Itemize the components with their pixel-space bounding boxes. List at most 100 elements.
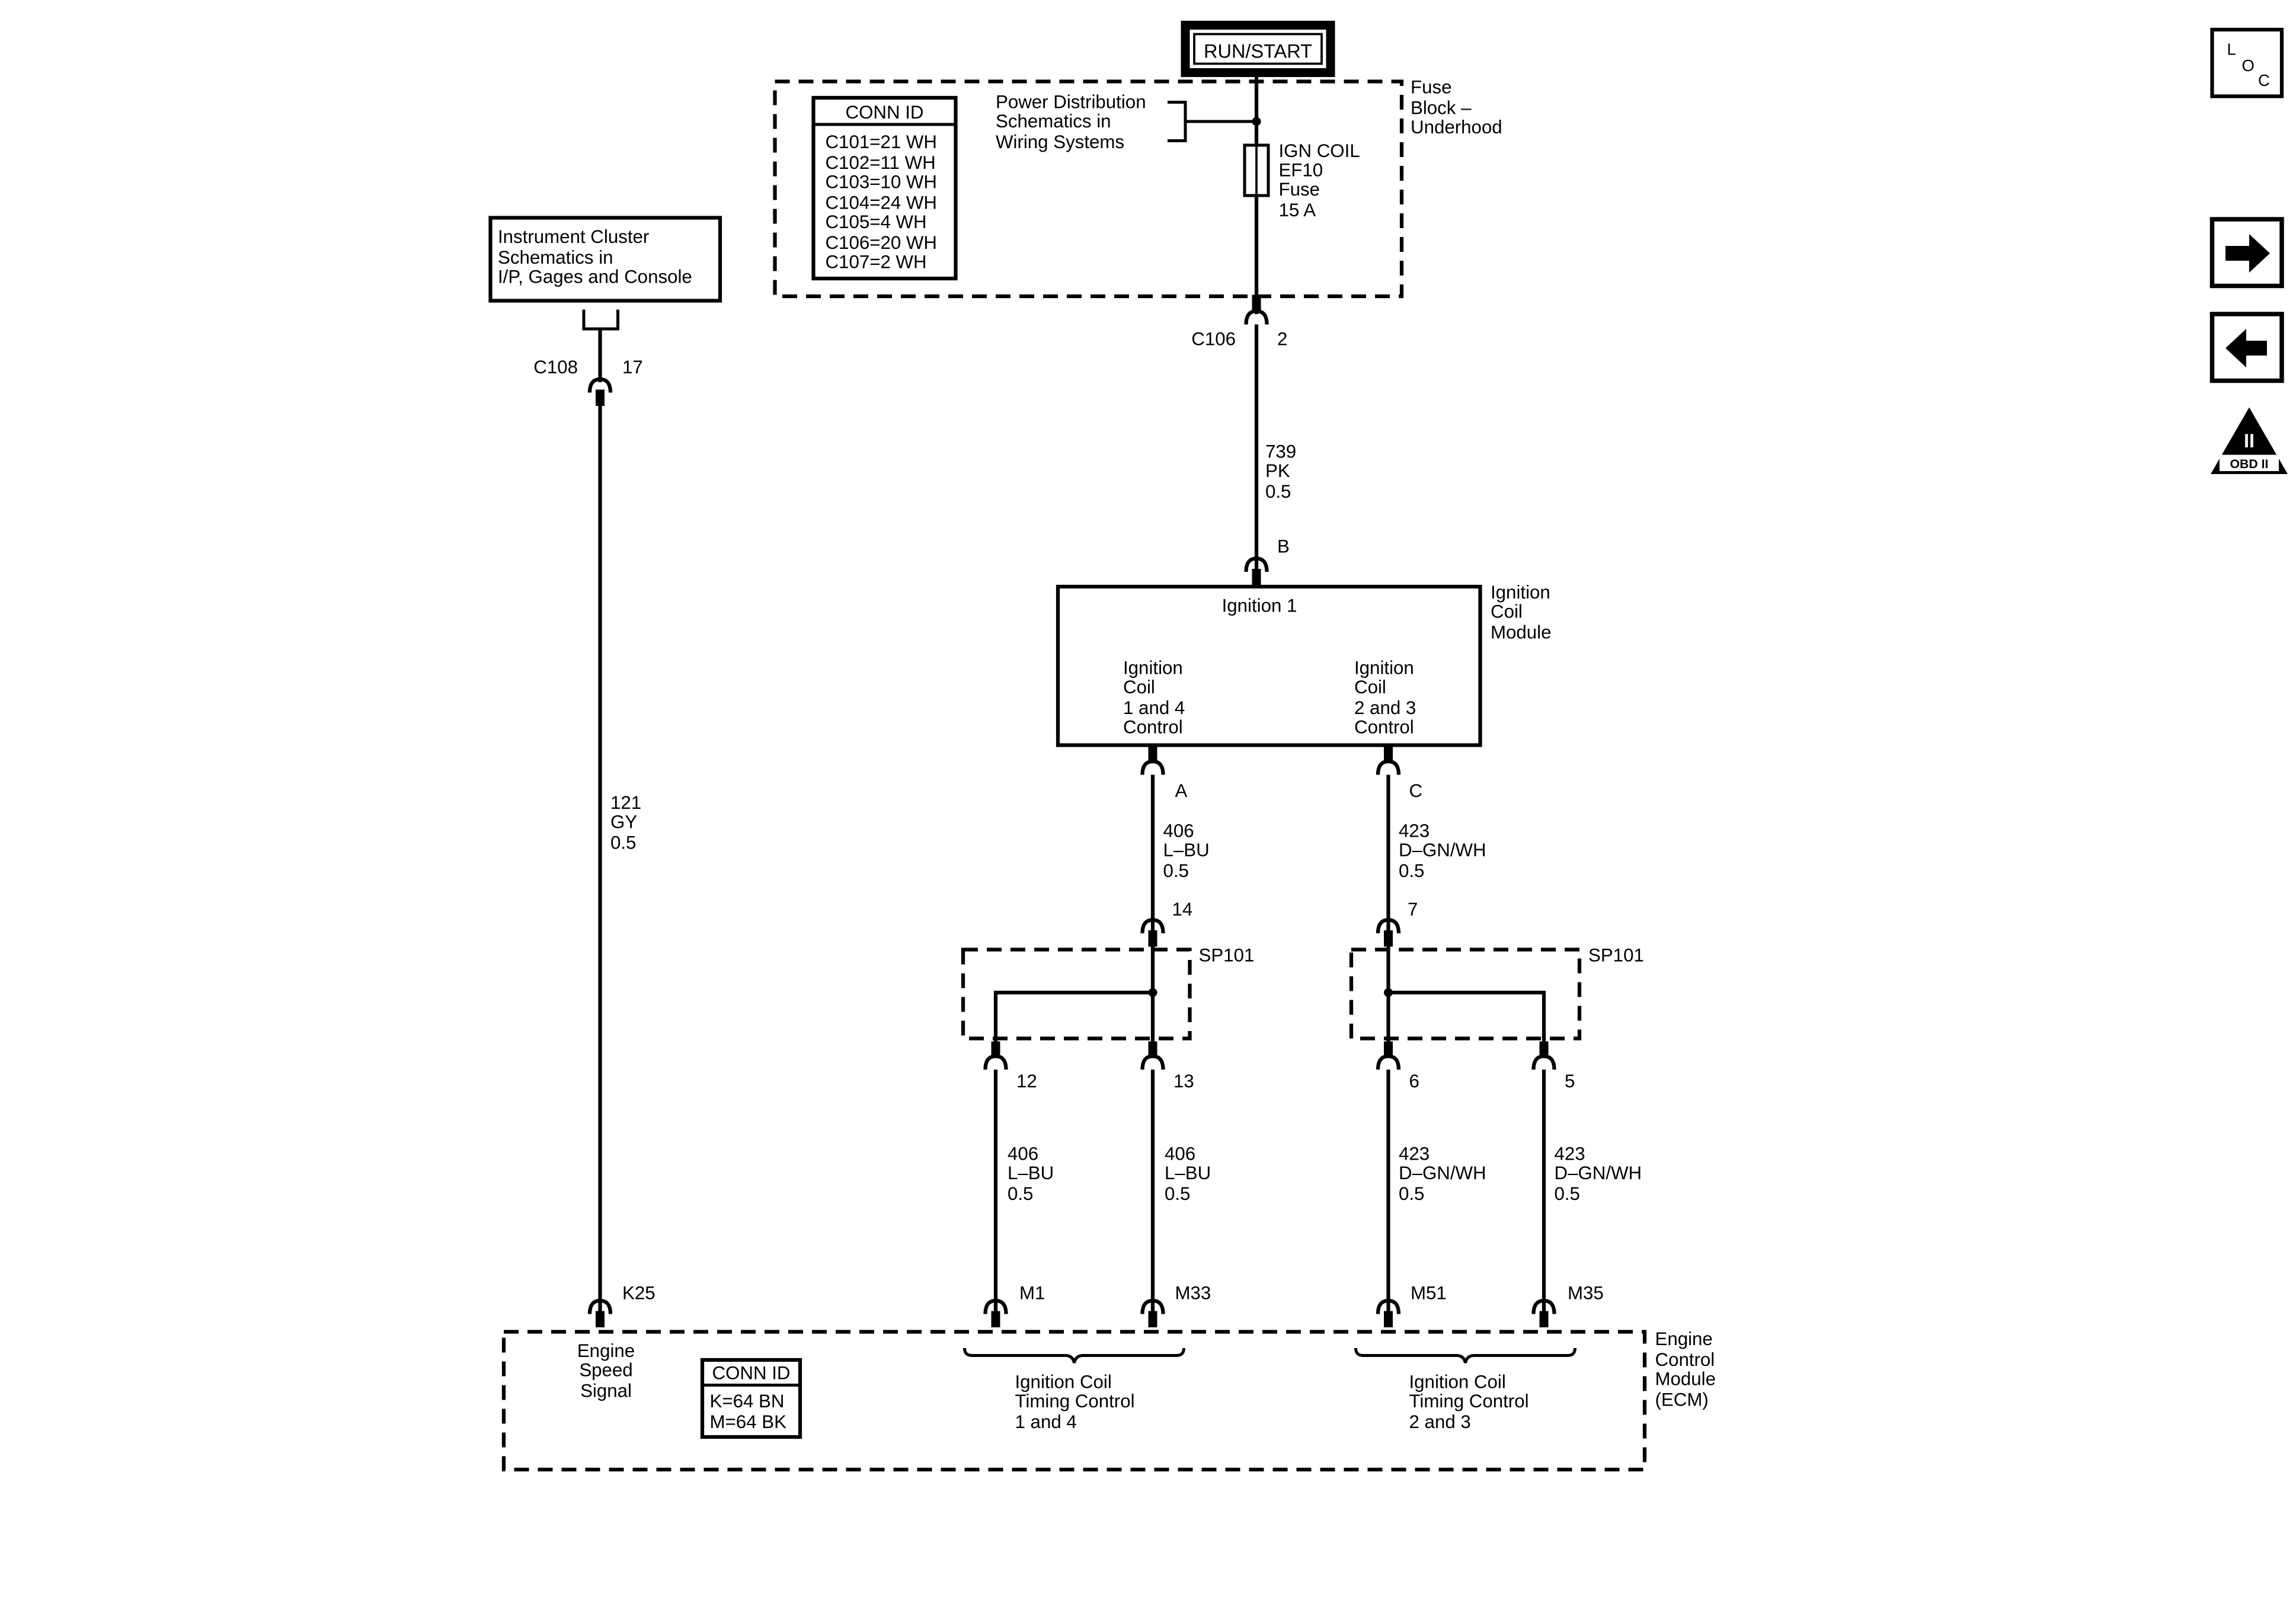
- fuse-block-frame: [773, 79, 1404, 299]
- svg-text:1 and 4: 1 and 4: [1015, 1411, 1077, 1432]
- arrow-right-icon[interactable]: [2209, 217, 2284, 289]
- engine-control-module: [501, 1330, 1647, 1472]
- arrow-left-icon[interactable]: [2209, 312, 2284, 383]
- svg-text:406: 406: [1163, 821, 1194, 841]
- splice-pin-6: 6: [1376, 1041, 1419, 1092]
- splice-sp101-right-label: SP101: [1588, 945, 1644, 966]
- svg-text:M1: M1: [1019, 1283, 1045, 1304]
- svg-text:14: 14: [1172, 899, 1193, 920]
- svg-text:Ignition Coil: Ignition Coil: [1015, 1372, 1112, 1393]
- svg-text:Fuse: Fuse: [1279, 179, 1320, 200]
- svg-text:406: 406: [1008, 1144, 1038, 1164]
- icm-pin-a: A: [1140, 747, 1188, 801]
- ecm-pin-m35: M35: [1531, 1283, 1604, 1327]
- splice-pin-13: 13: [1140, 1041, 1194, 1092]
- svg-text:Engine: Engine: [1655, 1329, 1713, 1349]
- splice-pin-12: 12: [983, 1041, 1037, 1092]
- svg-text:Control: Control: [1123, 717, 1183, 738]
- ecm-bracket-1-4: [963, 1347, 1185, 1363]
- conn-id-row: C104=24 WH: [826, 193, 937, 213]
- obd-ii-icon[interactable]: II OBD II: [2211, 407, 2288, 475]
- svg-text:D–GN/WH: D–GN/WH: [1555, 1163, 1642, 1183]
- svg-text:15 A: 15 A: [1279, 200, 1316, 220]
- svg-text:B: B: [1277, 536, 1290, 557]
- connector-c108: C108 17: [533, 357, 643, 406]
- svg-text:M33: M33: [1175, 1283, 1211, 1304]
- conn-id-row: C106=20 WH: [826, 232, 937, 253]
- loc-icon[interactable]: L O C: [2210, 27, 2284, 98]
- wire-121-label: 121 GY 0.5: [610, 792, 641, 853]
- ecm-bracket-2-3: [1354, 1347, 1576, 1363]
- icm-ignition-1-label: Ignition 1: [1222, 596, 1297, 616]
- icm-module-label: Ignition Coil Module: [1491, 582, 1552, 642]
- svg-text:121: 121: [610, 792, 641, 813]
- svg-text:GY: GY: [610, 812, 637, 833]
- svg-text:Coil: Coil: [1491, 601, 1523, 622]
- svg-text:2 and 3: 2 and 3: [1354, 697, 1416, 718]
- wire-739-label: 739 PK 0.5: [1265, 441, 1296, 502]
- icm-coil-2-3-control-label: Ignition Coil 2 and 3 Control: [1354, 658, 1416, 738]
- ecm-conn-id-table: CONN ID K=64 BN M=64 BK: [700, 1358, 802, 1439]
- svg-text:K25: K25: [622, 1283, 655, 1304]
- svg-text:Ignition Coil: Ignition Coil: [1409, 1372, 1506, 1393]
- conn-id-row: C105=4 WH: [826, 212, 927, 232]
- svg-text:Control: Control: [1655, 1349, 1715, 1370]
- ecm-engine-speed-signal-label: Engine Speed Signal: [577, 1340, 635, 1401]
- svg-text:423: 423: [1555, 1144, 1585, 1164]
- svg-text:0.5: 0.5: [1399, 1183, 1424, 1204]
- ecm-conn-id-title: CONN ID: [712, 1363, 791, 1384]
- svg-text:0.5: 0.5: [1265, 481, 1291, 502]
- icm-pin-c: C: [1376, 747, 1423, 801]
- svg-text:Block –: Block –: [1411, 98, 1472, 119]
- power-distribution-reference: Power Distribution Schematics in Wiring …: [996, 92, 1261, 152]
- svg-text:0.5: 0.5: [610, 833, 636, 853]
- svg-text:O: O: [2242, 56, 2255, 75]
- svg-text:2: 2: [1277, 329, 1287, 350]
- wire-423-label: 423 D–GN/WH 0.5: [1399, 821, 1486, 882]
- svg-text:M51: M51: [1411, 1283, 1447, 1304]
- svg-text:Ignition: Ignition: [1491, 582, 1550, 603]
- svg-text:739: 739: [1265, 441, 1296, 462]
- svg-text:17: 17: [622, 357, 643, 377]
- svg-text:Module: Module: [1491, 622, 1552, 643]
- svg-text:Instrument Cluster: Instrument Cluster: [498, 226, 649, 247]
- wire-423-m51-label: 423 D–GN/WH 0.5: [1399, 1144, 1486, 1205]
- svg-text:RUN/START: RUN/START: [1204, 41, 1312, 62]
- svg-text:423: 423: [1399, 821, 1430, 841]
- svg-text:OBD II: OBD II: [2230, 457, 2269, 471]
- connector-c106: C106 2: [1191, 295, 1287, 350]
- svg-text:(ECM): (ECM): [1655, 1390, 1709, 1410]
- svg-text:5: 5: [1565, 1071, 1575, 1092]
- svg-text:Speed: Speed: [579, 1360, 632, 1381]
- svg-text:13: 13: [1173, 1071, 1194, 1092]
- svg-text:PK: PK: [1265, 460, 1290, 481]
- svg-text:1 and 4: 1 and 4: [1123, 697, 1185, 718]
- ecm-timing-control-1-4-label: Ignition Coil Timing Control 1 and 4: [1015, 1372, 1135, 1433]
- svg-text:C108: C108: [533, 357, 578, 377]
- svg-text:0.5: 0.5: [1163, 860, 1189, 881]
- svg-text:7: 7: [1408, 899, 1418, 920]
- wire-406-label: 406 L–BU 0.5: [1163, 821, 1210, 882]
- svg-text:6: 6: [1409, 1071, 1419, 1092]
- svg-text:Underhood: Underhood: [1411, 117, 1502, 137]
- svg-text:Module: Module: [1655, 1369, 1716, 1390]
- splice-sp101-left: [961, 948, 1192, 1041]
- ecm-conn-id-row: K=64 BN: [710, 1391, 785, 1411]
- svg-text:Ignition: Ignition: [1354, 658, 1414, 678]
- svg-text:C: C: [2258, 71, 2270, 89]
- svg-text:0.5: 0.5: [1399, 860, 1424, 881]
- fuse-ef10-label: IGN COIL EF10 Fuse 15 A: [1279, 140, 1360, 220]
- splice-pin-7: 7: [1376, 899, 1418, 947]
- splice-pin-14: 14: [1140, 899, 1193, 947]
- ecm-pin-m33: M33: [1140, 1283, 1211, 1327]
- svg-text:Signal: Signal: [580, 1381, 632, 1401]
- svg-text:I/P, Gages and Console: I/P, Gages and Console: [498, 267, 692, 287]
- svg-text:C: C: [1409, 780, 1423, 801]
- svg-text:C106: C106: [1191, 329, 1236, 350]
- svg-text:0.5: 0.5: [1555, 1183, 1580, 1204]
- svg-text:L–BU: L–BU: [1165, 1163, 1211, 1183]
- svg-text:M35: M35: [1568, 1283, 1604, 1304]
- svg-text:Timing Control: Timing Control: [1409, 1391, 1529, 1411]
- fuse-block-conn-id-table: CONN ID C101=21 WH C102=11 WH C103=10 WH…: [811, 95, 958, 281]
